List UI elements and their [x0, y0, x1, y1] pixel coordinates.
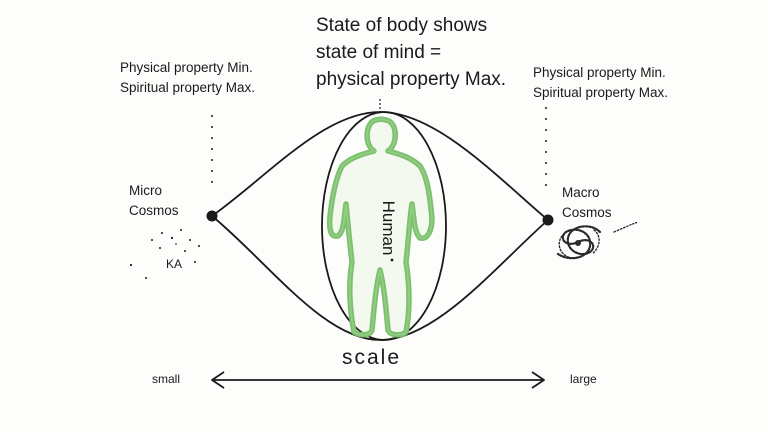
- right-property-line-2: Spiritual property Max.: [533, 85, 669, 100]
- body-mind-line-3: physical property Max.: [316, 69, 507, 90]
- galaxy-icon: [556, 221, 639, 260]
- scale-large-label: large: [570, 372, 597, 386]
- body-mind-statement: State of body shows state of mind = phys…: [316, 12, 556, 93]
- right-property-line-1: Physical property Min.: [533, 65, 666, 80]
- scale-small-label: small: [152, 372, 181, 386]
- human-silhouette-icon: [326, 116, 435, 338]
- body-mind-line-1: State of body shows: [316, 15, 488, 36]
- human-label: Human: [379, 200, 398, 256]
- macro-cosmos-label: Macro Cosmos: [562, 183, 612, 223]
- micro-cosmos-label: Micro Cosmos: [129, 181, 179, 221]
- scale-title: scale: [342, 346, 402, 369]
- human-ellipse: [321, 111, 447, 341]
- left-property-line-2: Spiritual property Max.: [120, 80, 256, 95]
- left-property-line-1: Physical property Min.: [120, 60, 253, 75]
- body-mind-line-2: state of mind =: [316, 42, 442, 63]
- right-property-label: Physical property Min. Spiritual propert…: [533, 63, 668, 103]
- left-property-label: Physical property Min. Spiritual propert…: [120, 58, 255, 98]
- micro-particles-icon: [129, 229, 200, 279]
- micro-cosmos-node: [206, 210, 218, 222]
- scale-arrow-left-head: [211, 371, 225, 389]
- right-dotted-guide: [545, 107, 547, 186]
- macro-cosmos-node: [542, 214, 554, 226]
- left-dotted-guide: [211, 115, 213, 183]
- center-dotted-guide: [379, 99, 381, 109]
- ka-particle-label: KA: [166, 257, 183, 271]
- scale-arrow-right-head: [531, 371, 545, 389]
- macro-cosmos-line-1: Macro: [562, 185, 600, 200]
- micro-cosmos-line-2: Cosmos: [129, 203, 179, 218]
- macro-cosmos-line-2: Cosmos: [562, 205, 612, 220]
- micro-cosmos-line-1: Micro: [129, 183, 162, 198]
